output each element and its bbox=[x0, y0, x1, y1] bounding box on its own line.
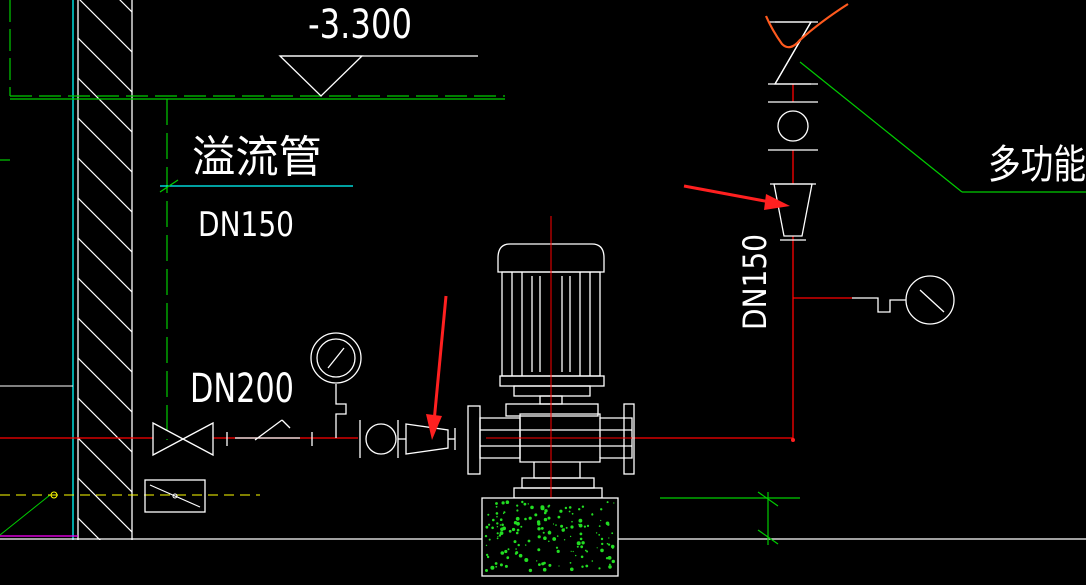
multifunction-annotation: 多功能 bbox=[799, 61, 1086, 193]
overflow-pipe-annotation: 溢流管 DN150 bbox=[159, 132, 353, 245]
vertical-pump bbox=[467, 243, 635, 499]
flexible-joint bbox=[226, 419, 313, 446]
discharge-riser bbox=[792, 84, 852, 440]
elevation-label: -3.300 bbox=[308, 2, 412, 48]
pressure-gauge-right bbox=[852, 275, 955, 325]
annotation-arrow-riser bbox=[683, 184, 790, 210]
pressure-gauge-left bbox=[310, 332, 362, 438]
inlet-size-label: DN200 bbox=[190, 366, 294, 412]
riser-size-label: DN150 bbox=[736, 234, 774, 330]
hatched-wall bbox=[72, 0, 133, 540]
dashed-control-line bbox=[0, 479, 260, 513]
overflow-pipe-label: 溢流管 bbox=[192, 132, 322, 183]
markup-scribble bbox=[764, 3, 849, 49]
check-valve-left bbox=[359, 420, 399, 458]
multifunction-label: 多功能 bbox=[988, 142, 1086, 188]
concrete-base bbox=[481, 497, 619, 577]
annotation-arrow-pump bbox=[426, 295, 448, 440]
eccentric-reducer bbox=[398, 423, 456, 455]
elevation-marker: -3.300 bbox=[278, 2, 478, 97]
overflow-size-label: DN150 bbox=[198, 205, 294, 245]
gate-valve bbox=[152, 421, 214, 457]
riser-node bbox=[791, 438, 795, 442]
floor-line bbox=[0, 159, 1086, 540]
water-level-lines bbox=[9, 0, 505, 440]
riser-fittings bbox=[768, 21, 818, 241]
dimension-marker bbox=[660, 491, 800, 545]
